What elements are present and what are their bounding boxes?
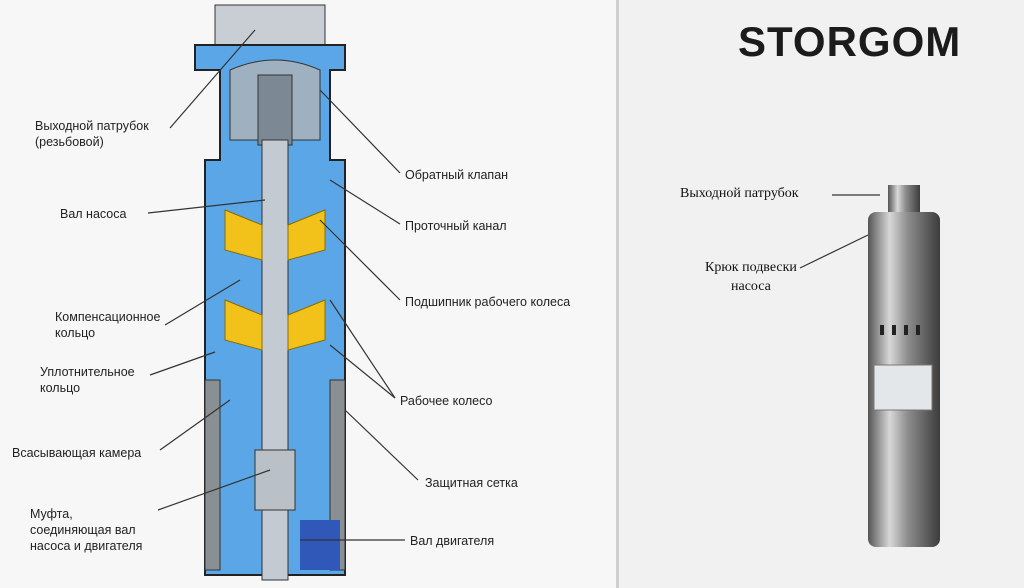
label-photo-hook: Крюк подвески насоса: [705, 260, 797, 294]
label-suction-chamber: Всасывающая камера: [12, 446, 142, 460]
pump-product-image: [868, 185, 940, 547]
label-impeller-bearing: Подшипник рабочего колеса: [405, 295, 571, 309]
label-compensation-ring: Компенсационное кольцо: [55, 310, 161, 340]
label-photo-outlet: Выходной патрубок: [680, 186, 799, 201]
storgom-logo: STORGOM: [738, 18, 962, 65]
label-outlet-threaded: Выходной патрубок (резьбовой): [35, 119, 149, 149]
label-pump-shaft: Вал насоса: [60, 207, 127, 221]
pump-cross-section: [194, 4, 346, 581]
label-protective-mesh: Защитная сетка: [425, 476, 518, 490]
label-flow-channel: Проточный канал: [405, 219, 507, 233]
panel-divider: [616, 0, 619, 588]
label-motor-shaft: Вал двигателя: [410, 534, 495, 548]
product-photo-panel: [619, 0, 1024, 588]
label-check-valve: Обратный клапан: [405, 168, 509, 182]
label-impeller: Рабочее колесо: [400, 394, 493, 408]
leader-lines: [147, 29, 880, 541]
label-coupling: Муфта, соединяющая вал насоса и двигател…: [30, 507, 143, 553]
label-sealing-ring: Уплотнительное кольцо: [40, 365, 135, 395]
